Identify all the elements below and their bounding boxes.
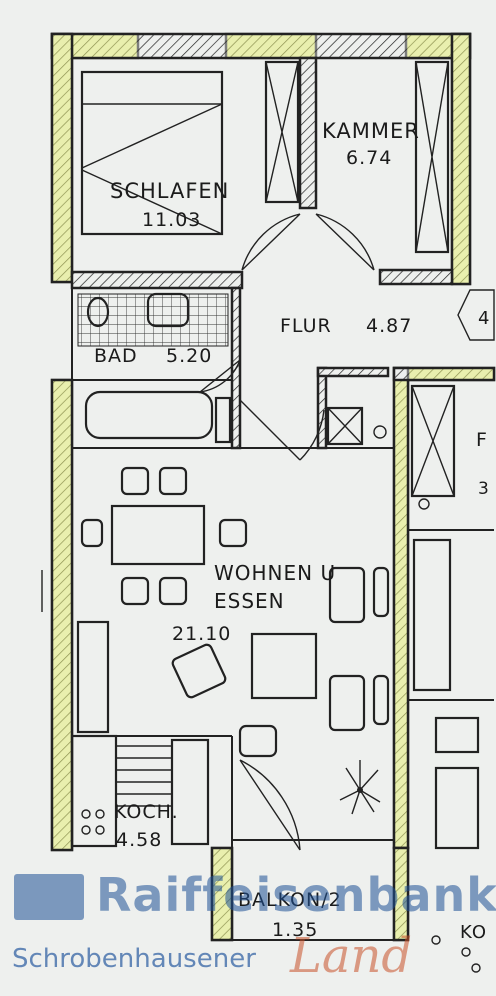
room-area-koch: 4.58 xyxy=(116,829,162,851)
exterior-walls xyxy=(50,32,496,852)
signature: Land xyxy=(290,928,413,984)
room-label-balkon: BALKON/2 xyxy=(238,889,342,911)
room-label-koch: KOCH. xyxy=(114,801,179,823)
room-area-kammer: 6.74 xyxy=(346,147,392,169)
dining-set xyxy=(80,466,248,606)
bank-watermark: Raiffeisenbank xyxy=(96,868,496,922)
bank-logo-icon xyxy=(14,874,84,920)
doors xyxy=(199,213,375,851)
wardrobes xyxy=(264,60,456,498)
room-label-kammer: KAMMER xyxy=(322,119,420,143)
room-label-schlafen: SCHLAFEN xyxy=(110,179,229,203)
edge-room-letter: F xyxy=(476,429,488,451)
sofa-area xyxy=(171,566,390,758)
room-label-essen: ESSEN xyxy=(214,589,285,613)
plant xyxy=(339,760,381,815)
room-label-bad: BAD xyxy=(94,345,138,367)
neighbour-unit xyxy=(412,289,495,973)
edge-marker-4: 4 xyxy=(478,308,490,329)
bank-region: Schrobenhausener xyxy=(12,944,256,974)
edge-label-ko: KO xyxy=(460,922,487,943)
bath-fixtures xyxy=(84,292,232,444)
room-area-wohnen: 21.10 xyxy=(172,623,231,645)
room-area-balkon: 1.35 xyxy=(272,919,318,941)
room-label-wohnen: WOHNEN U xyxy=(214,561,336,585)
sideboard xyxy=(41,570,110,734)
room-area-flur: 4.87 xyxy=(366,315,412,337)
bed xyxy=(80,70,224,236)
shaft xyxy=(326,406,430,510)
balcony xyxy=(210,839,410,942)
room-label-flur: FLUR xyxy=(280,315,332,337)
kitchen xyxy=(70,734,210,848)
room-area-schlafen: 11.03 xyxy=(142,209,201,231)
edge-room-digit: 3 xyxy=(478,479,490,499)
room-area-bad: 5.20 xyxy=(166,345,212,367)
